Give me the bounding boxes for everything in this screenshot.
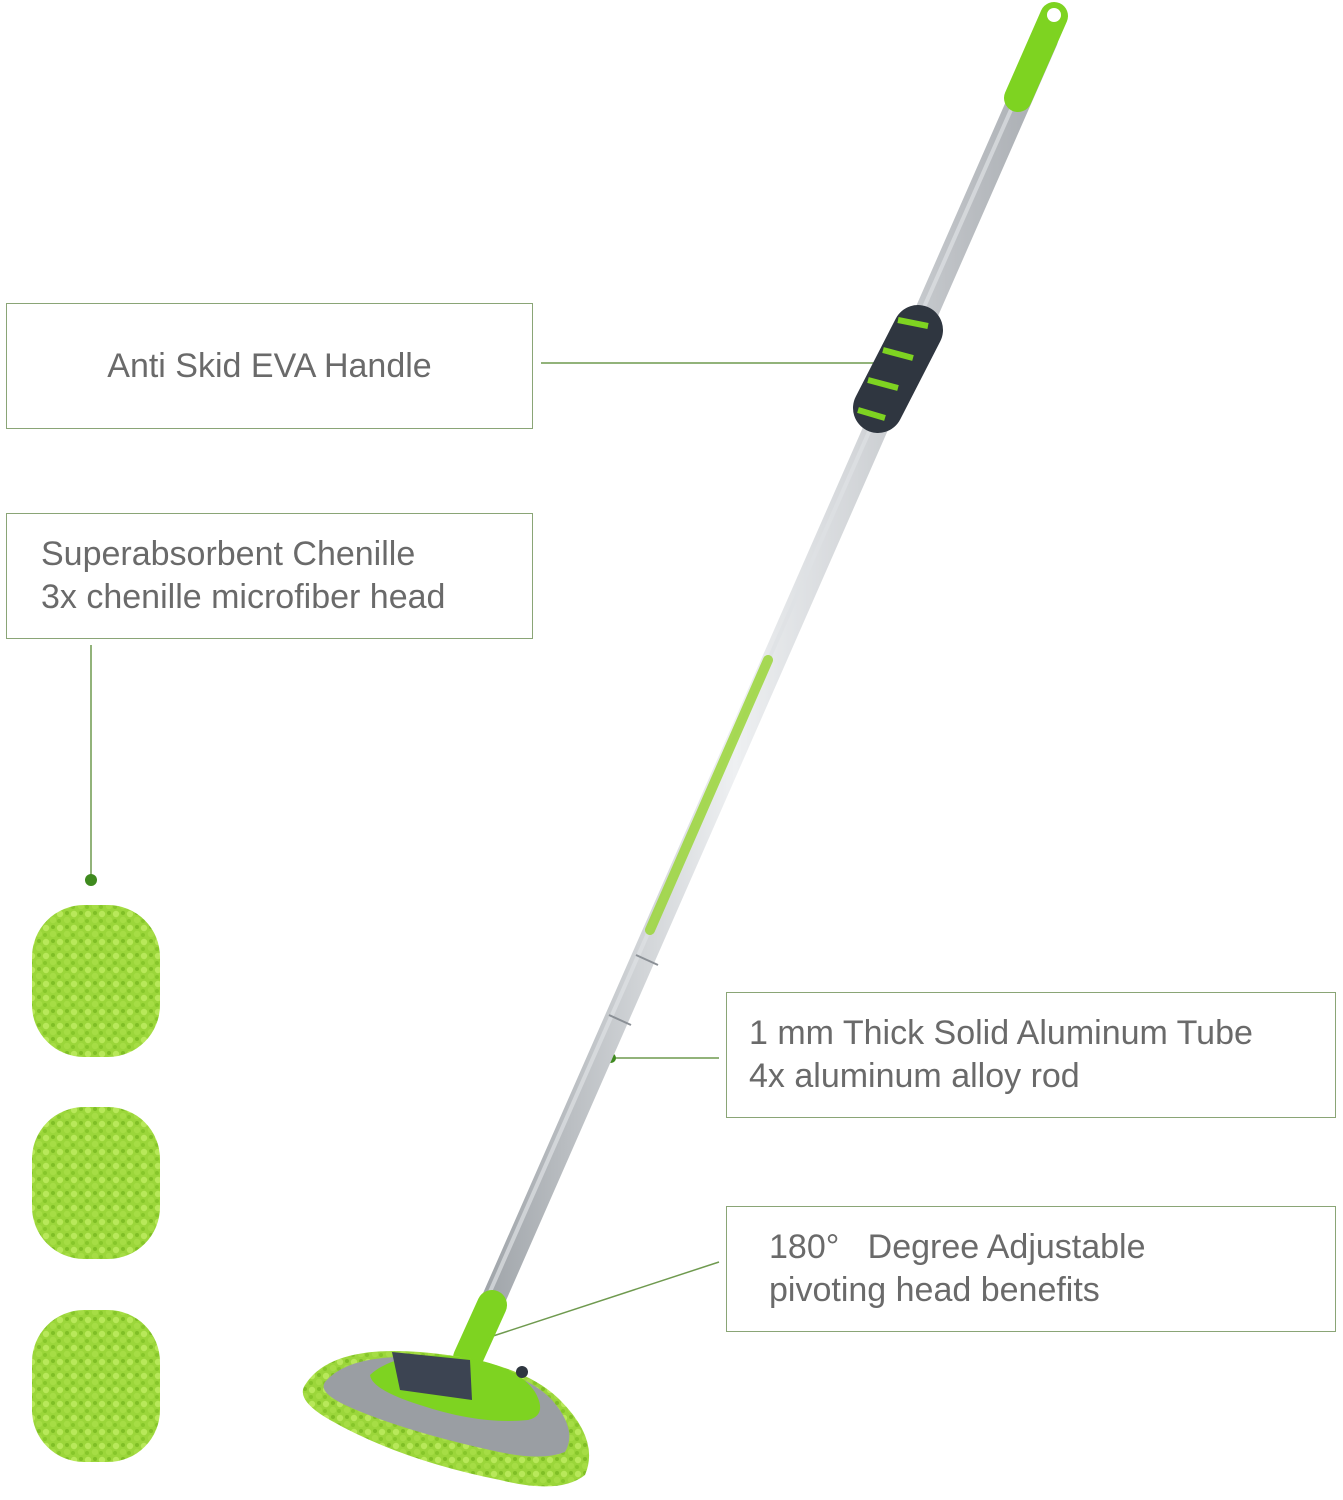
callout-chenille-line2: 3x chenille microfiber head xyxy=(41,578,446,616)
leader-line-pivot xyxy=(489,1261,720,1338)
callout-tube-line1: 1 mm Thick Solid Aluminum Tube xyxy=(749,1014,1253,1052)
callout-chenille-line1: Superabsorbent Chenille xyxy=(41,535,416,573)
chenille-pads xyxy=(32,905,160,1462)
callout-tube-line2: 4x aluminum alloy rod xyxy=(749,1057,1080,1095)
chenille-pad-icon xyxy=(32,1310,160,1462)
callout-pivot: 180° Degree Adjustable pivoting head ben… xyxy=(726,1206,1336,1332)
callout-pivot-line1: 180° Degree Adjustable xyxy=(769,1228,1146,1266)
chenille-pad-icon xyxy=(32,1107,160,1259)
mop-head-icon xyxy=(302,1350,590,1487)
foam-grip-icon xyxy=(853,305,943,433)
leader-lines xyxy=(90,362,895,1338)
callout-chenille: Superabsorbent Chenille 3x chenille micr… xyxy=(6,513,533,639)
leader-dot-chenille xyxy=(85,874,97,886)
callout-handle-line1: Anti Skid EVA Handle xyxy=(107,346,432,385)
callout-tube: 1 mm Thick Solid Aluminum Tube 4x alumin… xyxy=(726,992,1336,1118)
callout-handle: Anti Skid EVA Handle xyxy=(6,303,533,429)
chenille-pad-icon xyxy=(32,905,160,1057)
callout-pivot-line2: pivoting head benefits xyxy=(769,1271,1100,1309)
mop-pole-illustration xyxy=(453,2,1068,1373)
